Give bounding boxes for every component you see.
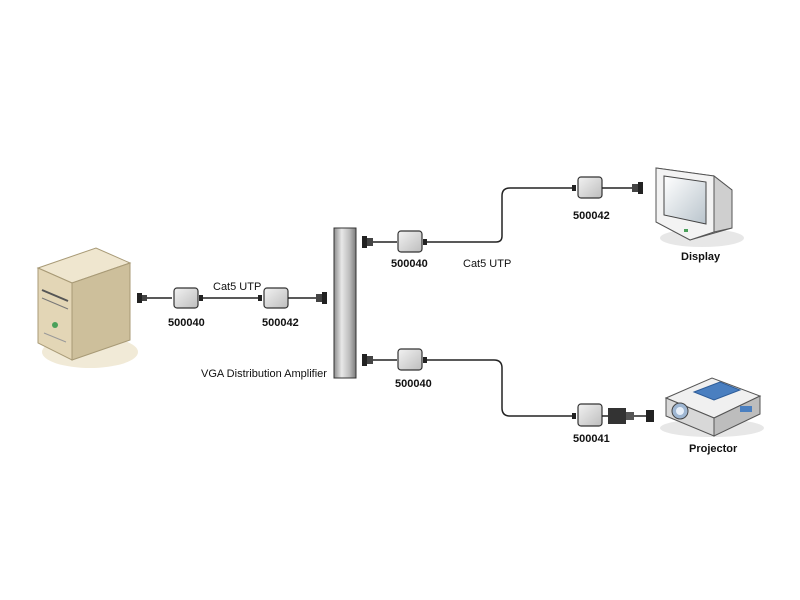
extender-box-icon	[397, 348, 427, 371]
vga-distribution-amplifier	[333, 227, 357, 379]
amplifier-label: VGA Distribution Amplifier	[201, 368, 327, 380]
src-transmitter-label: 500040	[168, 317, 205, 329]
top-cable-label: Cat5 UTP	[463, 258, 512, 270]
extender-box-icon	[572, 403, 603, 427]
top-branch	[362, 176, 643, 253]
projector-icon	[660, 377, 764, 437]
bottom-transmitter-label: 500040	[395, 378, 432, 390]
extender-box-icon	[258, 287, 289, 309]
top-receiver-label: 500042	[573, 210, 610, 222]
source-chain	[137, 287, 327, 309]
vga-connector-icon	[632, 182, 643, 194]
src-cable-label: Cat5 UTP	[213, 281, 262, 293]
projector-label: Projector	[689, 443, 738, 455]
vga-connector-icon	[362, 354, 373, 366]
extender-box-icon	[397, 230, 427, 253]
extender-box-icon	[572, 176, 603, 199]
bottom-receiver-label: 500041	[573, 433, 610, 445]
display-label: Display	[681, 251, 721, 263]
src-receiver-label: 500042	[262, 317, 299, 329]
vga-connector-icon	[362, 236, 373, 248]
top-transmitter-label: 500040	[391, 258, 428, 270]
tower-pc-icon	[36, 247, 138, 368]
vga-connector-icon	[137, 293, 147, 303]
vga-connector-icon	[608, 408, 654, 424]
crt-monitor-icon	[655, 167, 744, 247]
extender-box-icon	[173, 287, 203, 309]
vga-connector-icon	[316, 292, 327, 304]
bottom-branch	[362, 348, 654, 427]
